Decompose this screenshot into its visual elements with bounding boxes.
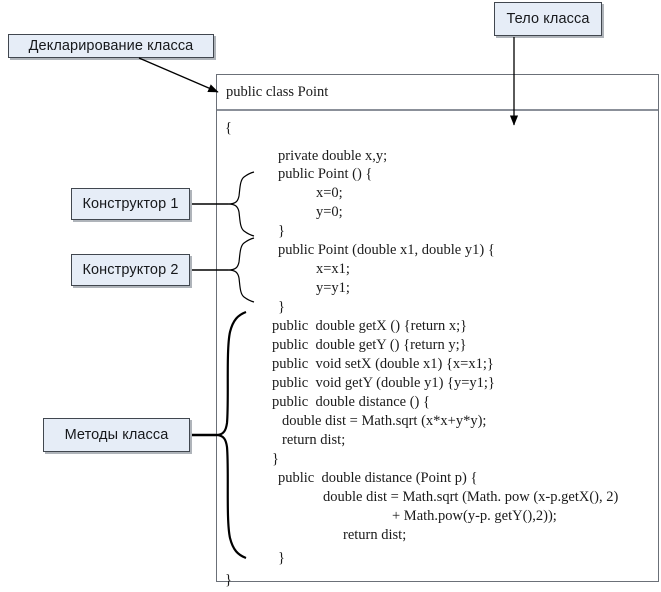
callout-constructor-1-label: Конструктор 1	[82, 196, 179, 212]
code-line: }	[225, 572, 232, 588]
class-code-frame: public class Point { private double x,y; p…	[216, 74, 659, 587]
class-declaration-row: public class Point	[217, 75, 658, 111]
code-line: public Point () {	[278, 166, 373, 182]
code-line: }	[278, 299, 285, 315]
code-line: x=0;	[316, 185, 343, 201]
code-line: + Math.pow(y-p. getY(),2));	[392, 508, 557, 524]
code-line: return dist;	[282, 432, 346, 448]
callout-class-body[interactable]: Тело класса	[494, 2, 602, 36]
code-line: public Point (double x1, double y1) {	[278, 242, 495, 258]
callout-constructor-2[interactable]: Конструктор 2	[71, 254, 190, 286]
code-line: y=0;	[316, 204, 343, 220]
callout-class-methods[interactable]: Методы класса	[43, 418, 190, 452]
code-line: }	[278, 550, 285, 566]
declaration-arrow-icon	[138, 57, 219, 93]
code-line: x=x1;	[316, 261, 350, 277]
callout-constructor-1[interactable]: Конструктор 1	[71, 188, 190, 220]
code-line: public double distance (Point p) {	[278, 470, 478, 486]
code-line: y=y1;	[316, 280, 350, 296]
callout-class-declaration[interactable]: Декларирование класса	[8, 34, 214, 58]
code-line: return dist;	[343, 527, 407, 543]
code-line: public void getY (double y1) {y=y1;}	[272, 375, 495, 391]
callout-constructor-2-label: Конструктор 2	[82, 262, 179, 278]
code-line: public double getY () {return y;}	[272, 337, 467, 353]
code-line: private double x,y;	[278, 148, 388, 164]
class-body-code: { private double x,y; public Point () { x=0…	[217, 111, 658, 587]
code-line: {	[225, 120, 232, 136]
callout-class-methods-label: Методы класса	[64, 427, 169, 443]
code-line: double dist = Math.sqrt (Math. pow (x-p.…	[323, 489, 619, 505]
callout-class-declaration-label: Декларирование класса	[28, 38, 194, 54]
callout-class-body-label: Тело класса	[506, 11, 590, 27]
code-line: }	[278, 223, 285, 239]
code-line: public double distance () {	[272, 394, 430, 410]
code-line: public void setX (double x1) {x=x1;}	[272, 356, 494, 372]
class-declaration-text: public class Point	[226, 83, 329, 100]
code-line: double dist = Math.sqrt (x*x+y*y);	[282, 413, 487, 429]
code-line: }	[272, 451, 279, 467]
code-line: public double getX () {return x;}	[272, 318, 468, 334]
